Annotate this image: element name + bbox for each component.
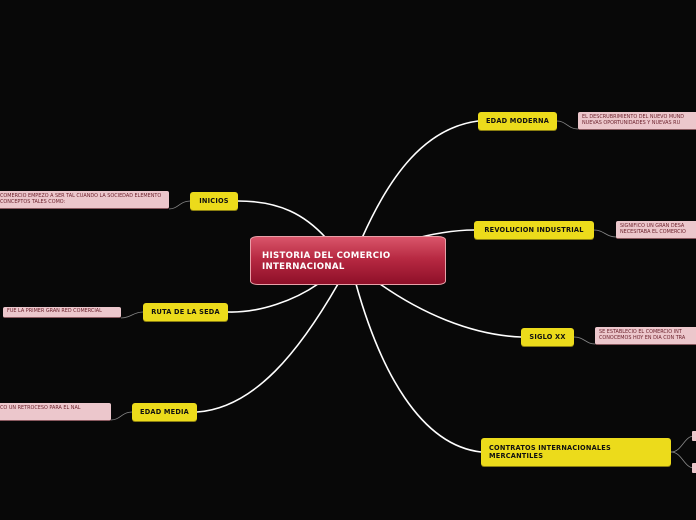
note-line-siglo-xx <box>573 336 596 345</box>
note-edad-media[interactable]: CO UN RETROCESO PARA EL NAL <box>0 403 111 421</box>
topic-inicios[interactable]: INICIOS <box>190 192 238 210</box>
topic-inicios-label: INICIOS <box>199 197 229 205</box>
note-edad-moderna-text: EL DESCRUBRIMIENTO DEL NUEVO MUND NUEVAS… <box>582 114 685 127</box>
note-line-contratos-1 <box>670 435 695 453</box>
note-siglo-xx-text: SE ESTABLECIO EL COMERCIO INT CONOCEMOS … <box>599 329 686 342</box>
note-line-ruta-seda <box>120 311 144 319</box>
note-ruta-seda-text: FUE LA PRIMER GRAN RED COMERCIAL <box>7 308 102 314</box>
topic-revolucion-industrial-label: REVOLUCION INDUSTRIAL <box>484 226 584 234</box>
note-line-revolucion-industrial <box>593 229 617 238</box>
topic-ruta-seda-label: RUTA DE LA SEDA <box>151 308 220 316</box>
topic-edad-media[interactable]: EDAD MEDIA <box>132 403 197 421</box>
note-line-contratos-2 <box>670 451 695 469</box>
note-contratos-stub-2[interactable] <box>692 463 696 473</box>
topic-edad-moderna[interactable]: EDAD MODERNA <box>478 112 557 130</box>
topic-ruta-de-la-seda[interactable]: RUTA DE LA SEDA <box>143 303 228 321</box>
branch-line-siglo-xx <box>379 283 522 338</box>
branch-line-inicios <box>237 200 327 239</box>
topic-revolucion-industrial[interactable]: REVOLUCION INDUSTRIAL <box>474 221 594 239</box>
branch-line-ruta-seda <box>227 283 319 313</box>
central-topic[interactable]: HISTORIA DEL COMERCIO INTERNACIONAL <box>250 236 446 285</box>
note-line-inicios <box>168 200 191 210</box>
branch-line-edad-moderna <box>361 120 479 239</box>
note-contratos-stub-1[interactable] <box>692 431 696 441</box>
topic-contratos-internacionales[interactable]: CONTRATOS INTERNACIONALES MERCANTILES <box>481 438 671 466</box>
note-inicios[interactable]: COMERCIO EMPEZO A SER TAL CUANDO LA SOCI… <box>0 191 169 209</box>
branch-line-edad-media <box>196 283 339 413</box>
note-line-edad-moderna <box>556 120 579 130</box>
topic-siglo-xx[interactable]: SIGLO XX <box>521 328 574 346</box>
note-siglo-xx[interactable]: SE ESTABLECIO EL COMERCIO INT CONOCEMOS … <box>595 327 696 345</box>
note-revolucion-industrial[interactable]: SIGNIFICO UN GRAN DESA NECESITABA EL COM… <box>616 221 696 239</box>
central-topic-title: HISTORIA DEL COMERCIO INTERNACIONAL <box>262 251 391 272</box>
topic-contratos-label: CONTRATOS INTERNACIONALES MERCANTILES <box>489 444 611 460</box>
note-edad-media-text: CO UN RETROCESO PARA EL NAL <box>0 405 81 411</box>
branch-line-contratos <box>355 283 482 453</box>
note-revolucion-industrial-text: SIGNIFICO UN GRAN DESA NECESITABA EL COM… <box>620 223 686 236</box>
note-line-edad-media <box>110 411 133 421</box>
note-ruta-de-la-seda[interactable]: FUE LA PRIMER GRAN RED COMERCIAL <box>3 307 121 318</box>
note-inicios-text: COMERCIO EMPEZO A SER TAL CUANDO LA SOCI… <box>0 193 162 206</box>
topic-edad-media-label: EDAD MEDIA <box>140 408 189 416</box>
topic-edad-moderna-label: EDAD MODERNA <box>485 117 550 125</box>
note-edad-moderna[interactable]: EL DESCRUBRIMIENTO DEL NUEVO MUND NUEVAS… <box>578 112 696 130</box>
topic-siglo-xx-label: SIGLO XX <box>529 333 566 341</box>
